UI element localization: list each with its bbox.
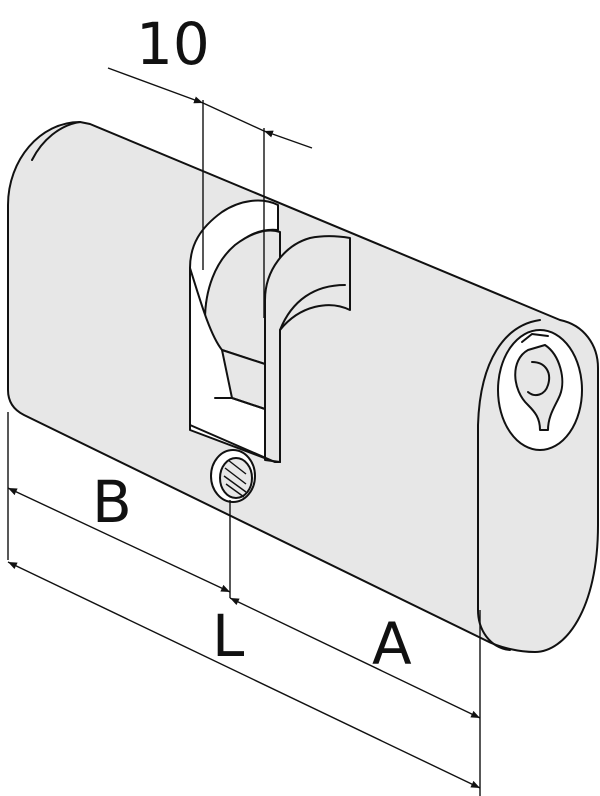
- cam-recess: [189, 199, 351, 463]
- left-cap-edge: [31, 121, 81, 161]
- keyway-groove: [527, 361, 551, 397]
- keyway-top: [521, 333, 549, 343]
- dimension-l: L: [7, 561, 481, 789]
- recess-bottom: [189, 424, 281, 463]
- cylinder-body: [7, 121, 599, 653]
- dim-label-b: B: [92, 468, 132, 536]
- dimension-cam-width: 10: [107, 10, 313, 318]
- dimension-a: A: [229, 597, 481, 796]
- right-half-curve: [279, 284, 346, 331]
- dim-label-10: 10: [136, 10, 210, 78]
- dim-label-a: A: [372, 610, 412, 678]
- dimension-b: B: [7, 412, 231, 598]
- screw-hole: [210, 449, 256, 503]
- keyway: [497, 329, 583, 451]
- dim-label-l: L: [212, 602, 244, 670]
- cam-edge: [214, 397, 269, 411]
- right-end-face: [477, 319, 541, 651]
